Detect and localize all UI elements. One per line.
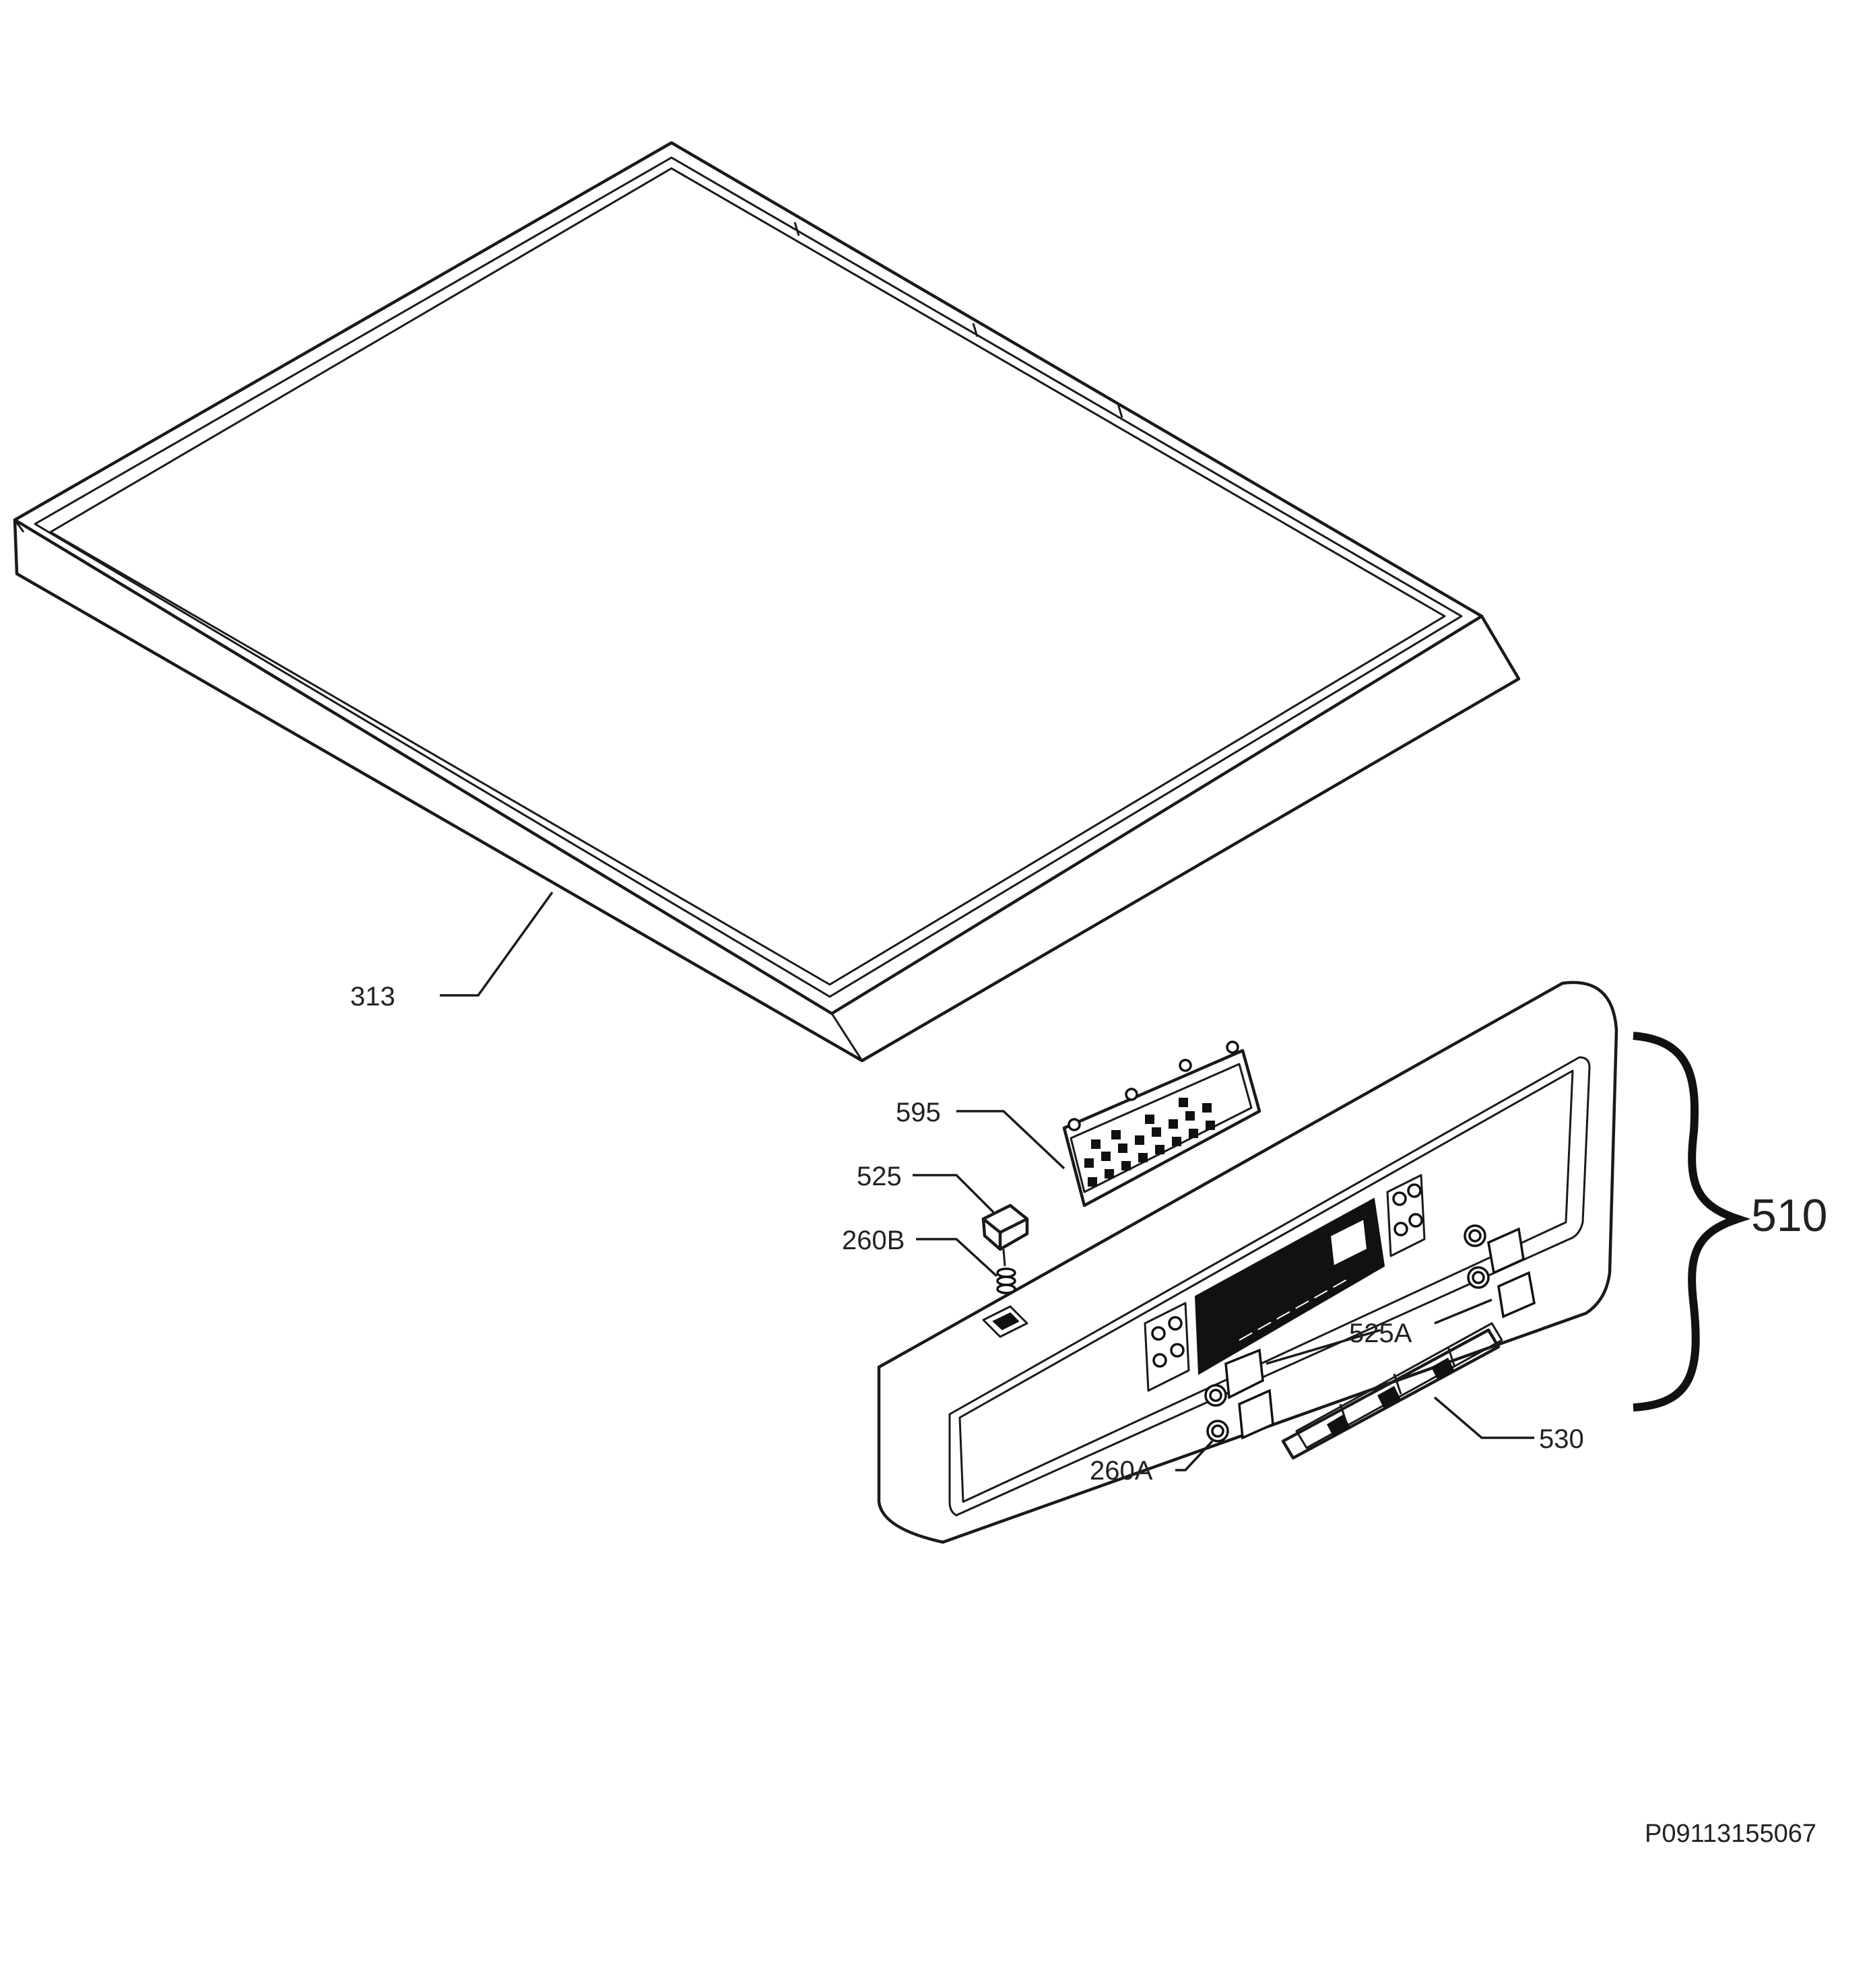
interface-board-part <box>1062 1040 1261 1207</box>
reference-code: P09113155067 <box>1645 1820 1816 1848</box>
label-510: 510 <box>1751 1190 1827 1241</box>
label-595: 595 <box>896 1098 941 1127</box>
label-525: 525 <box>857 1162 902 1191</box>
top-cover-part <box>13 141 1521 1063</box>
label-260a: 260A <box>1090 1456 1153 1486</box>
label-260b: 260B <box>842 1226 905 1255</box>
label-525a: 525A <box>1349 1319 1412 1348</box>
button-525-part <box>981 1203 1029 1267</box>
right-led-module <box>1386 1174 1426 1257</box>
assembly-brace <box>1633 1032 1750 1412</box>
springs-260a-part <box>1204 1224 1490 1443</box>
control-panel-part <box>877 981 1618 1544</box>
spring-260b-part <box>996 1267 1016 1294</box>
leader-lines <box>440 891 1748 1471</box>
label-530: 530 <box>1539 1424 1584 1454</box>
callout-labels: 313 595 525 260B 525A 260A 530 510 P0911… <box>350 982 1827 1848</box>
buttons-525a-part <box>1224 1227 1536 1440</box>
button-socket <box>982 1305 1028 1338</box>
left-led-module <box>1144 1302 1190 1392</box>
button-holder-530-part <box>1281 1322 1503 1460</box>
label-313: 313 <box>350 982 395 1012</box>
